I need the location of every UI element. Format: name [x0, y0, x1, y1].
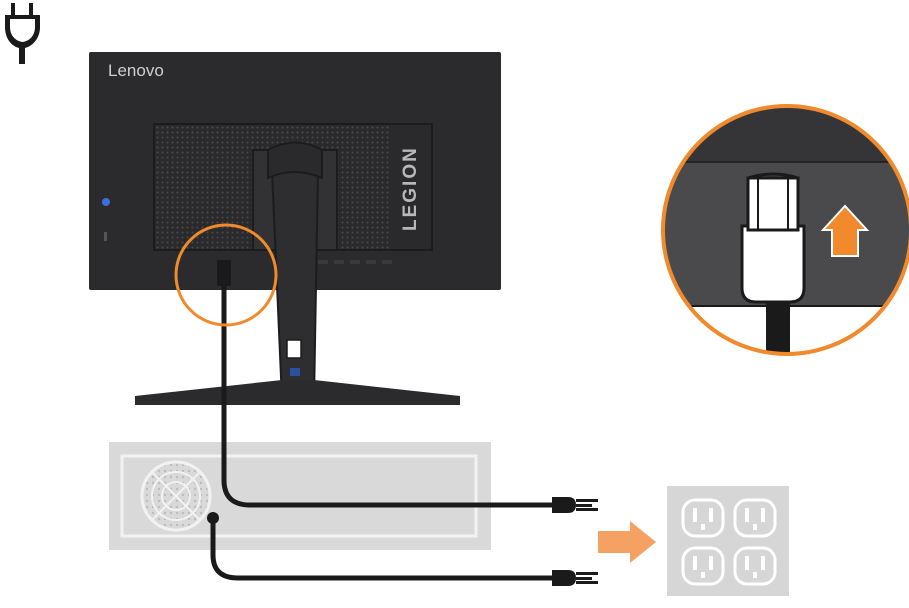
wall-outlet	[667, 486, 789, 596]
cable-clip	[286, 339, 302, 359]
legion-logo: LEGION	[400, 146, 421, 231]
power-plug-icon	[5, 3, 40, 64]
joystick-indicator	[104, 232, 107, 241]
zoom-callout	[661, 104, 909, 356]
wall-plug-icon	[552, 497, 598, 513]
wall-plug-icon	[552, 570, 598, 586]
computer-case	[109, 442, 491, 550]
monitor-stand	[135, 141, 460, 405]
highlight-circle	[174, 223, 278, 327]
lenovo-logo: Lenovo	[108, 61, 164, 80]
pc-power-inlet	[207, 512, 219, 524]
power-button-icon	[102, 198, 110, 206]
arrow-right-icon	[598, 521, 656, 563]
fan-grille-icon	[140, 460, 212, 532]
monitor-power-connector	[217, 260, 231, 286]
arrow-up-icon	[820, 204, 870, 257]
